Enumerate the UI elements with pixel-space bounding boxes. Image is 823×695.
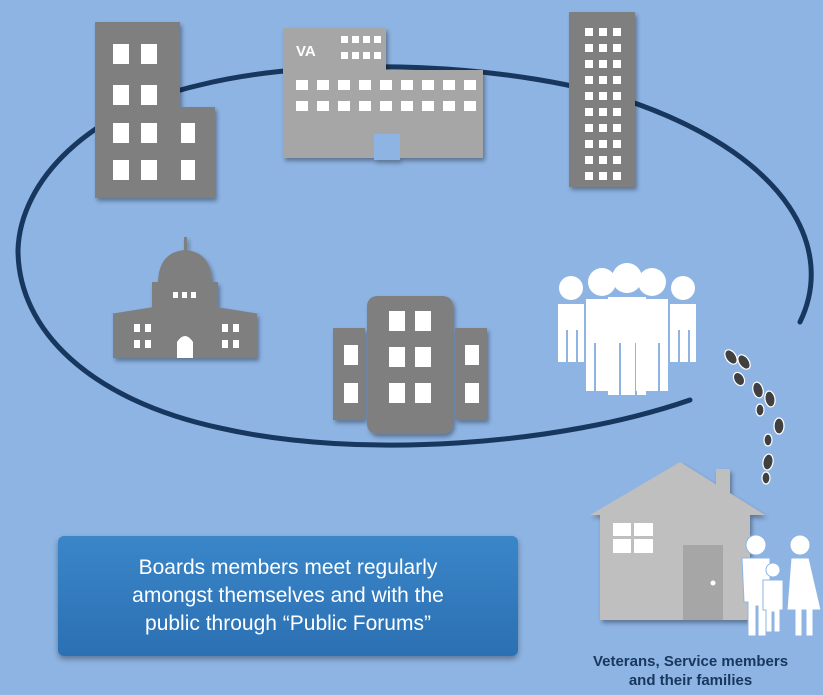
house-icon [590, 462, 765, 620]
office-building-icon [95, 22, 215, 198]
callout-line-2: amongst themselves and with the [132, 584, 444, 607]
family-icon [741, 534, 822, 637]
apartment-building-icon [333, 296, 487, 434]
board-members-icon [558, 263, 696, 395]
skyscraper-icon [569, 12, 635, 187]
va-building-icon: VA [283, 28, 483, 160]
capitol-icon [110, 237, 260, 358]
callout-line-1: Boards members meet regularly [138, 556, 438, 579]
callout-line-3: public through “Public Forums” [145, 612, 431, 635]
family-caption: Veterans, Service members and their fami… [558, 652, 823, 690]
public-forums-callout: Boards members meet regularly amongst th… [58, 536, 518, 656]
caption-line-2: and their families [628, 672, 753, 689]
forum-ellipse [15, 64, 814, 448]
va-label: VA [296, 43, 316, 60]
caption-line-1: Veterans, Service members [592, 653, 789, 670]
footsteps-icon [724, 349, 785, 485]
